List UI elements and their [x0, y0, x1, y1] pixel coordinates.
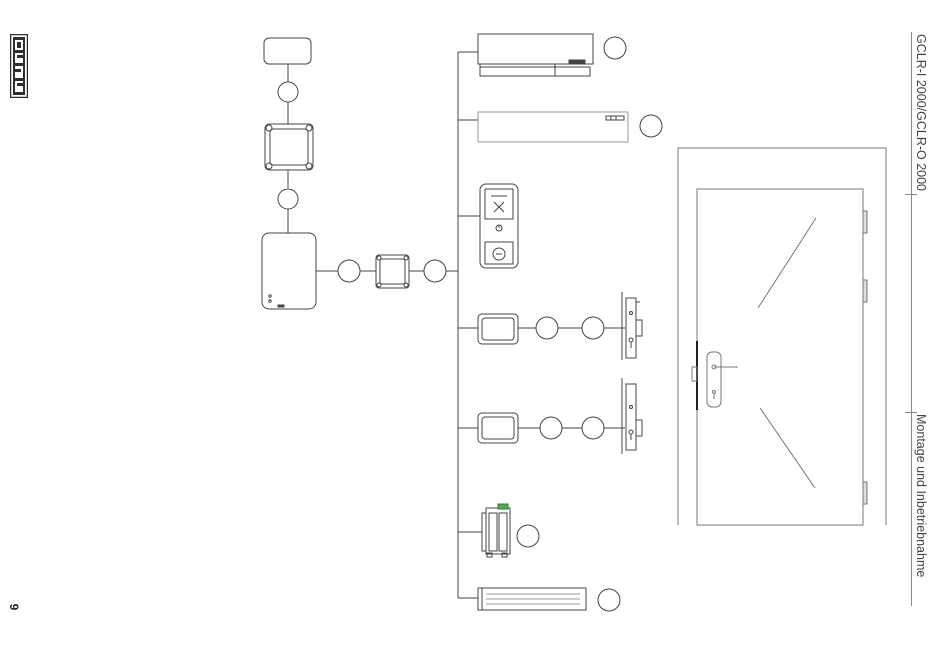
lock-icon — [622, 292, 642, 360]
connector-circle-icon — [278, 82, 298, 102]
bus-module-icon — [478, 112, 628, 142]
connector-circle-icon — [540, 417, 562, 439]
junction-box-icon — [265, 124, 313, 170]
connector-circle-icon — [640, 115, 662, 137]
lock-icon — [622, 378, 642, 454]
magnet-icon — [478, 588, 586, 610]
connector-circle-icon — [338, 260, 360, 282]
connector-circle-icon — [536, 317, 558, 339]
connector-circle-icon — [598, 589, 620, 611]
connector-circle-icon — [278, 189, 298, 209]
connector-circle-icon — [517, 525, 539, 547]
strike-icon — [482, 504, 510, 557]
connector-circle-icon — [424, 260, 446, 282]
key-switch-icon — [480, 184, 518, 268]
door-operator-icon — [478, 34, 593, 76]
connector-circle-icon — [582, 417, 604, 439]
rounded-box-icon — [264, 38, 311, 64]
junction-box-icon — [478, 314, 518, 344]
junction-box-icon — [376, 255, 409, 288]
connector-circle-icon — [604, 37, 626, 59]
door-icon — [678, 148, 886, 525]
junction-box-icon — [478, 413, 518, 443]
connector-circle-icon — [582, 317, 604, 339]
controller-icon — [262, 233, 316, 309]
